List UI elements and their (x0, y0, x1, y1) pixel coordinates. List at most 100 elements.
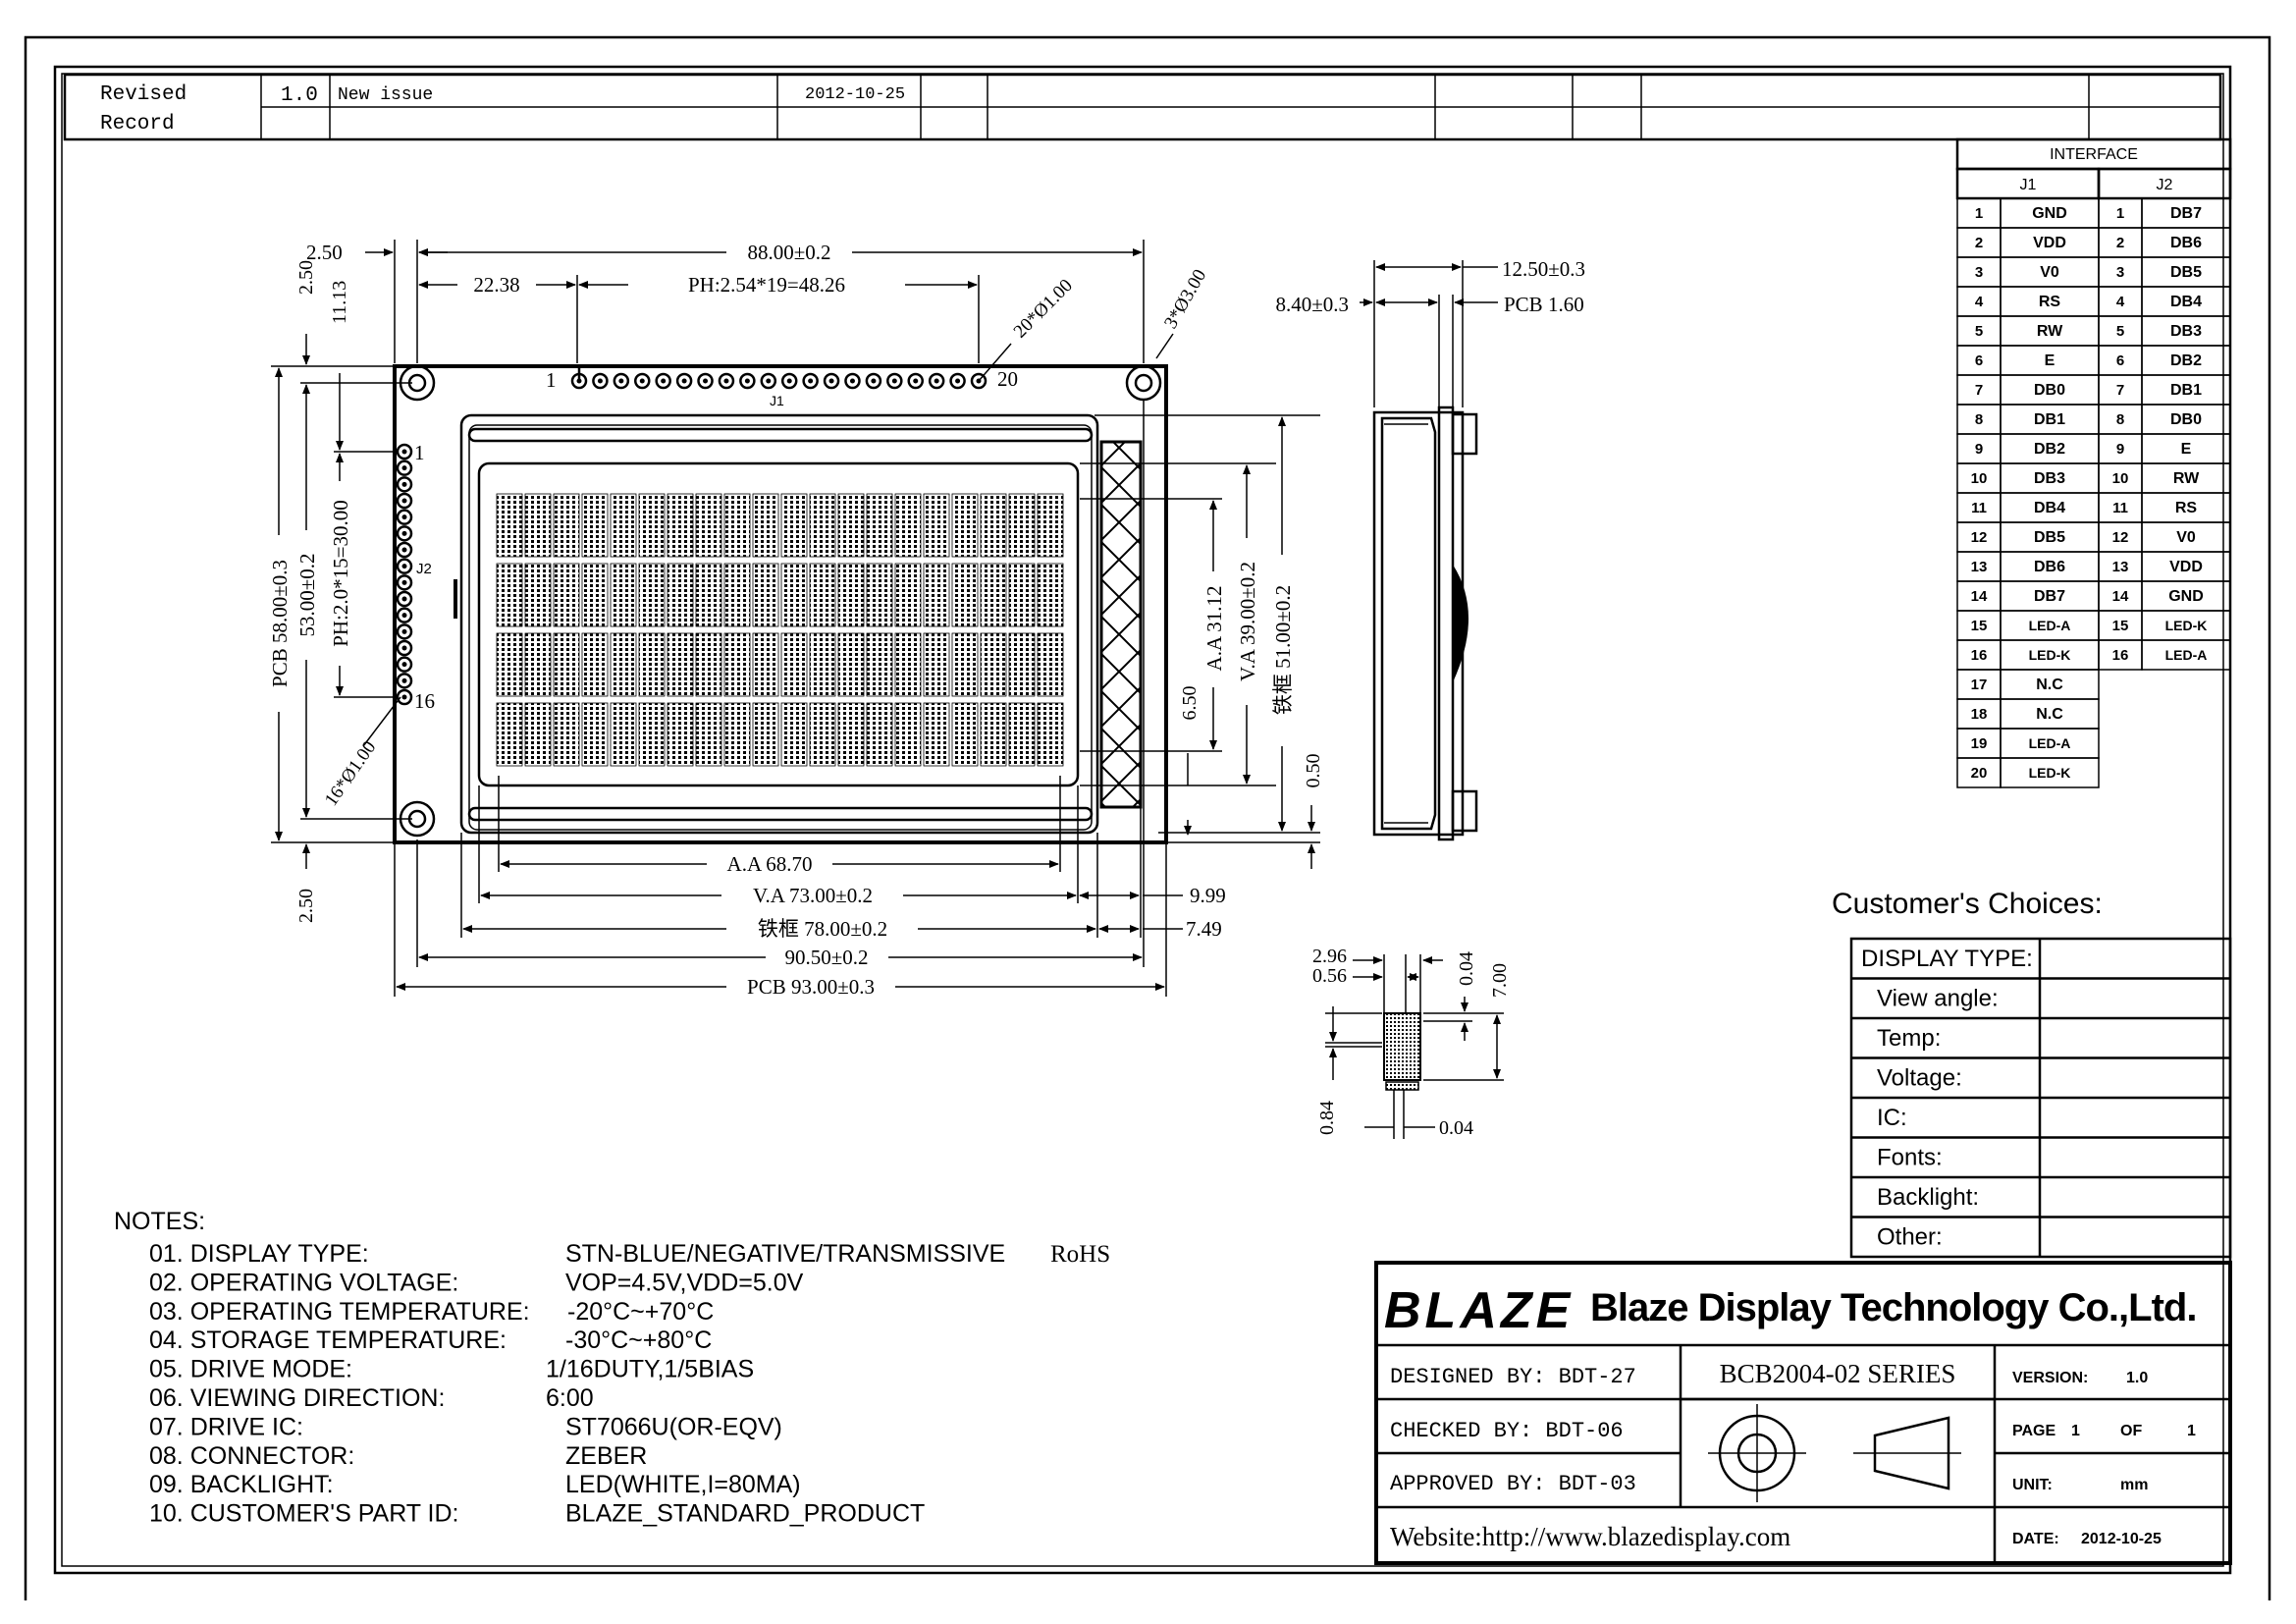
dim-0-04-bottom: 0.04 (1439, 1117, 1473, 1139)
character-cell (723, 563, 751, 627)
company-name: Blaze Display Technology Co.,Ltd. (1590, 1286, 2196, 1329)
note-value: LED(WHITE,I=80MA) (565, 1471, 801, 1498)
j2-pin-name: GND (2168, 588, 2204, 605)
character-cell (866, 702, 893, 767)
character-cell (1037, 493, 1064, 558)
character-cell (723, 702, 751, 767)
j1-pin-number: 7 (1975, 382, 1983, 399)
j2-pin-name: DB6 (2170, 235, 2202, 251)
dim-pitch-j2: PH:2.0*15=30.00 (329, 500, 352, 647)
character-cell (695, 632, 722, 697)
interface-title: INTERFACE (2050, 146, 2138, 163)
j1-pin-number: 4 (1975, 294, 1984, 310)
character-cell (553, 702, 580, 767)
date-label: DATE: (2012, 1531, 2059, 1547)
character-cell-grid (496, 493, 1064, 767)
j1-pin-name: LED-A (2029, 735, 2071, 751)
dim-0-56: 0.56 (1312, 965, 1347, 987)
j1-pin-name: LED-A (2029, 618, 2071, 633)
customer-choice-label: DISPLAY TYPE: (1861, 946, 2033, 972)
j1-pin-number: 12 (1971, 529, 1988, 546)
j1-pin-number: 2 (1975, 235, 1983, 251)
dim-88: 88.00±0.2 (747, 241, 830, 264)
j2-pin-name: DB3 (2170, 323, 2202, 340)
title-block: BLAZE Blaze Display Technology Co.,Ltd. … (1374, 1261, 2232, 1565)
j1-pin-number: 11 (1971, 500, 1987, 516)
note-value: ST7066U(OR-EQV) (565, 1413, 782, 1440)
j1-pin-name: DB7 (2034, 588, 2065, 605)
j1-pin-number: 18 (1971, 706, 1988, 723)
j1-pin-number: 17 (1971, 677, 1988, 693)
character-cell (809, 493, 836, 558)
character-cell (809, 563, 836, 627)
dim-2-50-top: 2.50 (306, 241, 343, 264)
j2-pin-number: 5 (2116, 323, 2124, 340)
dim-hole-3: 3*Ø3.00 (1160, 266, 1210, 333)
j1-pin-number: 3 (1975, 264, 1983, 281)
j2-pin-number: 12 (2112, 529, 2129, 546)
j1-pin-name: DB0 (2034, 382, 2065, 399)
note-label: 10. CUSTOMER'S PART ID: (149, 1500, 459, 1528)
j1-pin-name: N.C (2036, 677, 2063, 693)
character-cell (894, 702, 922, 767)
dim-11-13: 11.13 (329, 281, 350, 324)
customer-choice-label: View angle: (1877, 986, 1999, 1012)
character-cell (638, 563, 666, 627)
j1-pin-number: 9 (1975, 441, 1983, 458)
character-cell (524, 493, 552, 558)
dim-pcb-1-60: PCB 1.60 (1504, 293, 1584, 316)
dim-pitch-j1: PH:2.54*19=48.26 (688, 273, 845, 297)
j2-pin-number: 11 (2112, 500, 2128, 516)
character-cell (780, 563, 808, 627)
character-cell (894, 563, 922, 627)
j1-pin-number: 6 (1975, 352, 1983, 369)
j1-pin-name: LED-K (2029, 765, 2071, 781)
character-cell (638, 702, 666, 767)
j2-pin-16: 16 (414, 689, 435, 713)
version-label: VERSION: (2012, 1370, 2088, 1386)
j2-pin-number: 6 (2116, 352, 2124, 369)
character-cell (894, 493, 922, 558)
dim-7-00: 7.00 (1489, 963, 1511, 998)
character-cell (809, 702, 836, 767)
character-cell (638, 493, 666, 558)
note-value: BLAZE_STANDARD_PRODUCT (565, 1500, 925, 1528)
character-cell (980, 702, 1007, 767)
dim-8-40: 8.40±0.3 (1275, 293, 1349, 316)
dim-va-height: V.A 39.00±0.2 (1236, 562, 1259, 681)
j1-pin-name: DB4 (2034, 500, 2065, 516)
j1-pin-name: DB6 (2034, 559, 2065, 575)
j2-tag: J2 (416, 561, 432, 577)
character-cell (496, 493, 523, 558)
j2-pin-number: 13 (2112, 559, 2129, 575)
character-cell (610, 563, 637, 627)
j2-pin-name: VDD (2169, 559, 2203, 575)
pin-label-20: 20 (997, 367, 1018, 391)
dim-6-50: 6.50 (1179, 686, 1201, 721)
j1-pin-number: 1 (1975, 205, 1983, 222)
note-label: 09. BACKLIGHT: (149, 1471, 334, 1498)
note-label: 07. DRIVE IC: (149, 1413, 303, 1440)
character-cell (1008, 702, 1036, 767)
note-label: 08. CONNECTOR: (149, 1442, 354, 1470)
character-cell (980, 563, 1007, 627)
note-value: -20°C~+70°C (567, 1298, 714, 1326)
j1-pin-name: GND (2032, 205, 2067, 222)
page-of-label: OF (2120, 1423, 2142, 1439)
front-view (393, 364, 1168, 844)
note-value: 6:00 (546, 1384, 594, 1412)
j1-pin-number: 16 (1971, 647, 1988, 664)
character-cell (496, 702, 523, 767)
character-cell (923, 632, 950, 697)
note-label: 04. STORAGE TEMPERATURE: (149, 1326, 507, 1354)
j1-pin-name: N.C (2036, 706, 2063, 723)
character-cell (752, 493, 779, 558)
note-label: 06. VIEWING DIRECTION: (149, 1384, 445, 1412)
side-view: 12.50±0.3 8.40±0.3 PCB 1.60 (1275, 257, 1585, 841)
j2-pin-name: E (2181, 441, 2192, 458)
j2-pin-name: DB4 (2170, 294, 2202, 310)
character-cell (866, 493, 893, 558)
note-extra: RoHS (1050, 1241, 1110, 1268)
character-cell (1037, 563, 1064, 627)
